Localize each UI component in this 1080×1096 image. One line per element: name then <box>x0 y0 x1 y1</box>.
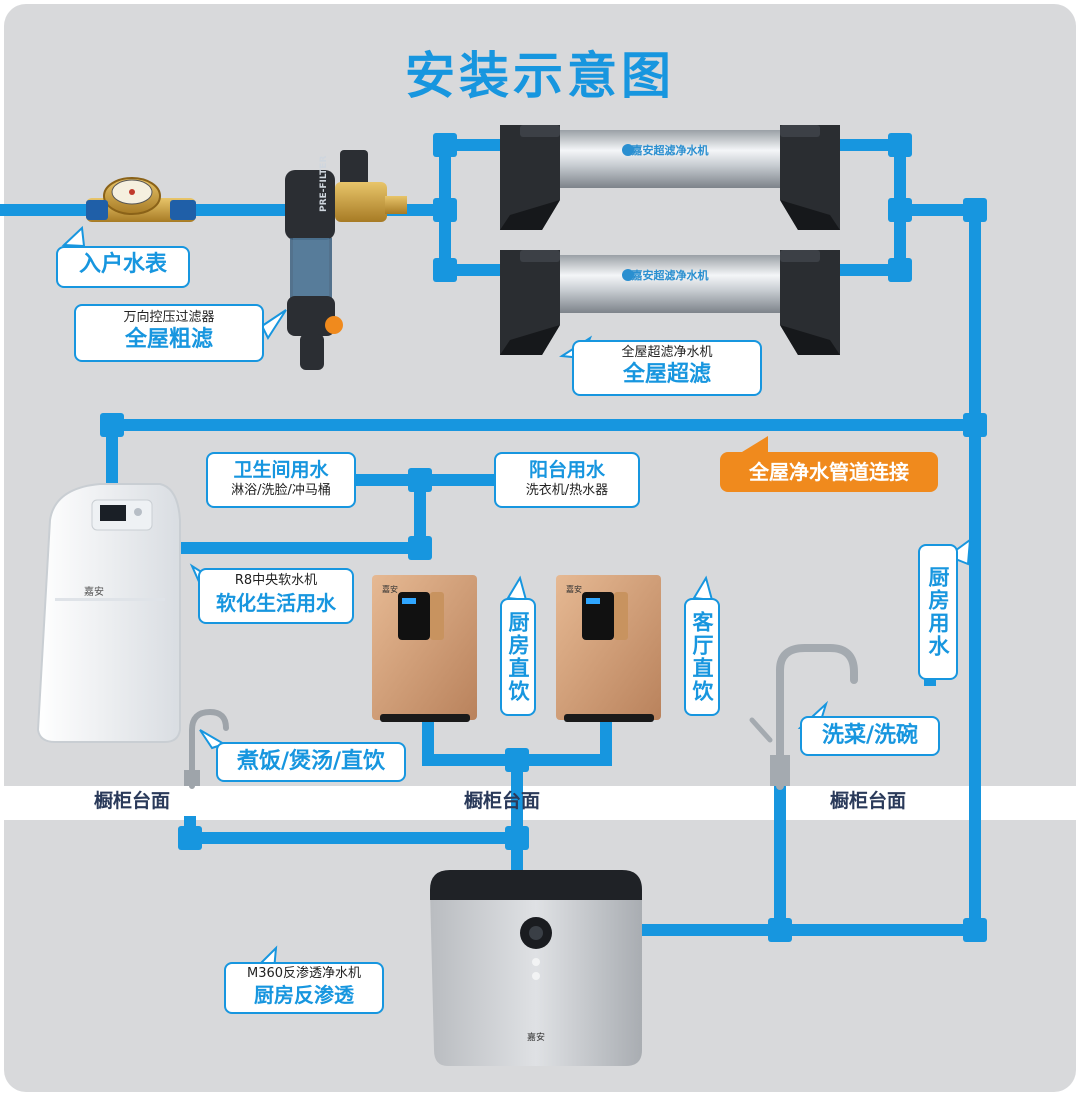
callout-ro: M360反渗透净水机 厨房反渗透 <box>224 962 384 1014</box>
ro-brand: 嘉安 <box>527 1031 545 1043</box>
label-ro-small: M360反渗透净水机 <box>246 966 362 981</box>
callout-living-drink: 客厅直饮 <box>684 598 720 716</box>
uf-purifier-bottom: 嘉安超滤净水机 <box>500 250 840 355</box>
callout-softener: R8中央软水机 软化生活用水 <box>198 568 354 624</box>
counter-label-right: 橱柜台面 <box>830 790 907 812</box>
orange-tail <box>742 436 768 456</box>
label-balcony-big: 阳台用水 <box>528 459 605 481</box>
counter-label-mid: 橱柜台面 <box>464 790 541 812</box>
pipe-fittings <box>100 133 987 942</box>
label-bathroom-big: 卫生间用水 <box>233 459 329 481</box>
softener-brand: 嘉安 <box>84 585 104 598</box>
page-title: 安装示意图 <box>405 47 675 105</box>
label-cook: 煮饭/煲汤/直饮 <box>236 749 386 774</box>
counter-label-left: 橱柜台面 <box>94 790 171 812</box>
label-uf-small: 全屋超滤净水机 <box>621 345 713 360</box>
label-balcony-small: 洗衣机/热水器 <box>525 483 609 498</box>
wall-purifier-living-brand: 嘉安 <box>566 584 582 594</box>
callout-prefilter: 万向控压过滤器 全屋粗滤 <box>74 304 264 362</box>
callout-uf: 全屋超滤净水机 全屋超滤 <box>572 340 762 396</box>
water-softener: 嘉安 <box>36 483 181 743</box>
callout-wash: 洗菜/洗碗 <box>800 716 940 756</box>
label-softener-big: 软化生活用水 <box>216 591 336 615</box>
prefilter-device: PRE-FILTER <box>285 150 407 370</box>
ro-purifier: 嘉安 <box>430 870 642 1066</box>
kitchen-faucet <box>749 644 858 790</box>
callout-kitchen-water: 厨房用水 <box>918 544 958 680</box>
label-ro-big: 厨房反渗透 <box>254 983 354 1007</box>
callout-water-meter: 入户水表 <box>56 246 190 288</box>
badge-pipe-connection: 全屋净水管道连接 <box>720 452 938 492</box>
wall-purifier-kitchen-brand: 嘉安 <box>382 584 398 594</box>
uf-bottom-brand: 嘉安超滤净水机 <box>631 268 709 282</box>
label-softener-small: R8中央软水机 <box>234 573 318 588</box>
label-bathroom-small: 淋浴/洗脸/冲马桶 <box>231 483 331 498</box>
wall-purifier-kitchen: 嘉安 <box>372 575 477 722</box>
counter-band <box>4 786 1076 820</box>
label-water-meter: 入户水表 <box>78 252 167 277</box>
callout-balcony: 阳台用水 洗衣机/热水器 <box>494 452 640 508</box>
label-wash: 洗菜/洗碗 <box>821 723 919 748</box>
drinking-faucet <box>184 708 229 789</box>
label-prefilter-big: 全屋粗滤 <box>124 327 213 352</box>
prefilter-brand-text: PRE-FILTER <box>319 156 329 212</box>
callout-kitchen-drink: 厨房直饮 <box>500 598 536 716</box>
callout-bathroom: 卫生间用水 淋浴/洗脸/冲马桶 <box>206 452 356 508</box>
uf-top-brand: 嘉安超滤净水机 <box>631 143 709 157</box>
wall-purifier-living: 嘉安 <box>556 575 661 722</box>
water-meter <box>86 177 196 222</box>
label-prefilter-small: 万向控压过滤器 <box>123 310 215 325</box>
uf-purifier-top: 嘉安超滤净水机 <box>500 125 840 230</box>
label-uf-big: 全屋超滤 <box>622 362 711 387</box>
callout-cook: 煮饭/煲汤/直饮 <box>216 742 406 782</box>
